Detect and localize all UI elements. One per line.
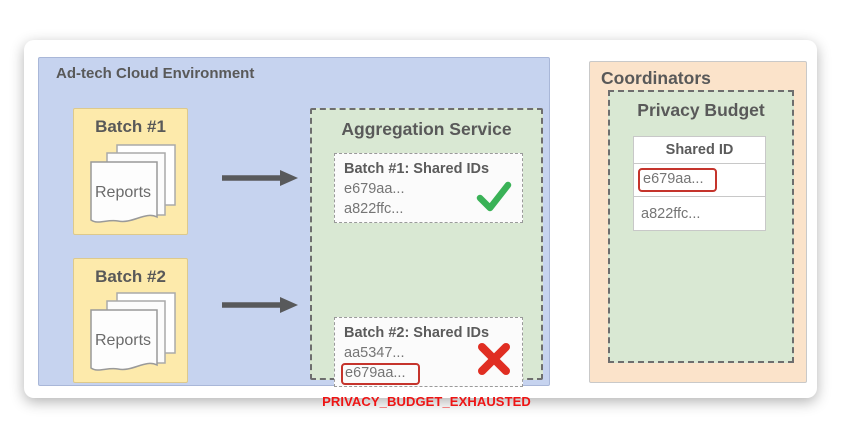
privacy-budget-exhausted-error: PRIVACY_BUDGET_EXHAUSTED bbox=[322, 394, 531, 409]
table-row: e679aa... bbox=[634, 164, 765, 197]
reports-stack-icon: Reports bbox=[90, 292, 176, 371]
shared-id-value: e679aa... bbox=[344, 181, 405, 197]
adtech-environment-title: Ad-tech Cloud Environment bbox=[56, 65, 255, 82]
shared-id-value: a822ffc... bbox=[641, 205, 701, 222]
batch-2-box: Batch #2 Reports bbox=[73, 258, 188, 383]
reports-label: Reports bbox=[95, 184, 151, 201]
privacy-budget-panel: Privacy Budget Shared ID e679aa... a822f… bbox=[608, 90, 794, 363]
shared-id-table: Shared ID e679aa... a822ffc... bbox=[633, 136, 766, 231]
result-heading: Batch #1: Shared IDs bbox=[344, 161, 490, 177]
shared-id-table-header: Shared ID bbox=[634, 137, 765, 164]
table-row: a822ffc... bbox=[634, 197, 765, 230]
batch-1-title: Batch #1 bbox=[95, 117, 166, 136]
reports-stack-icon: Reports bbox=[90, 144, 176, 223]
batch-2-title: Batch #2 bbox=[95, 267, 166, 286]
batch-1-shared-ids-box: Batch #1: Shared IDs e679aa... a822ffc..… bbox=[334, 153, 523, 223]
aggregation-service-panel: Aggregation Service Batch #1: Shared IDs… bbox=[310, 108, 543, 409]
check-icon bbox=[476, 181, 512, 212]
flagged-shared-id: e679aa... bbox=[341, 363, 421, 385]
reports-label: Reports bbox=[95, 332, 151, 349]
aggregation-service-title: Aggregation Service bbox=[341, 119, 512, 139]
batch-2-shared-ids-box: Batch #2: Shared IDs aa5347... e679aa... bbox=[334, 317, 523, 387]
shared-id-value: aa5347... bbox=[344, 345, 405, 361]
adtech-environment-panel: Ad-tech Cloud Environment Batch #1 Repor… bbox=[38, 57, 550, 409]
x-icon bbox=[478, 343, 510, 375]
coordinators-title: Coordinators bbox=[601, 68, 711, 88]
privacy-budget-title: Privacy Budget bbox=[637, 100, 765, 120]
arrow-right-icon bbox=[222, 297, 298, 313]
coordinators-panel: Coordinators Privacy Budget Shared ID e6… bbox=[589, 61, 807, 383]
diagram-card: Ad-tech Cloud Environment Batch #1 Repor… bbox=[24, 40, 817, 409]
batch-1-box: Batch #1 Reports bbox=[73, 108, 188, 235]
arrow-right-icon bbox=[222, 170, 298, 186]
flagged-shared-id: e679aa... bbox=[638, 168, 718, 192]
result-heading: Batch #2: Shared IDs bbox=[344, 325, 490, 341]
shared-id-value: a822ffc... bbox=[344, 201, 404, 217]
